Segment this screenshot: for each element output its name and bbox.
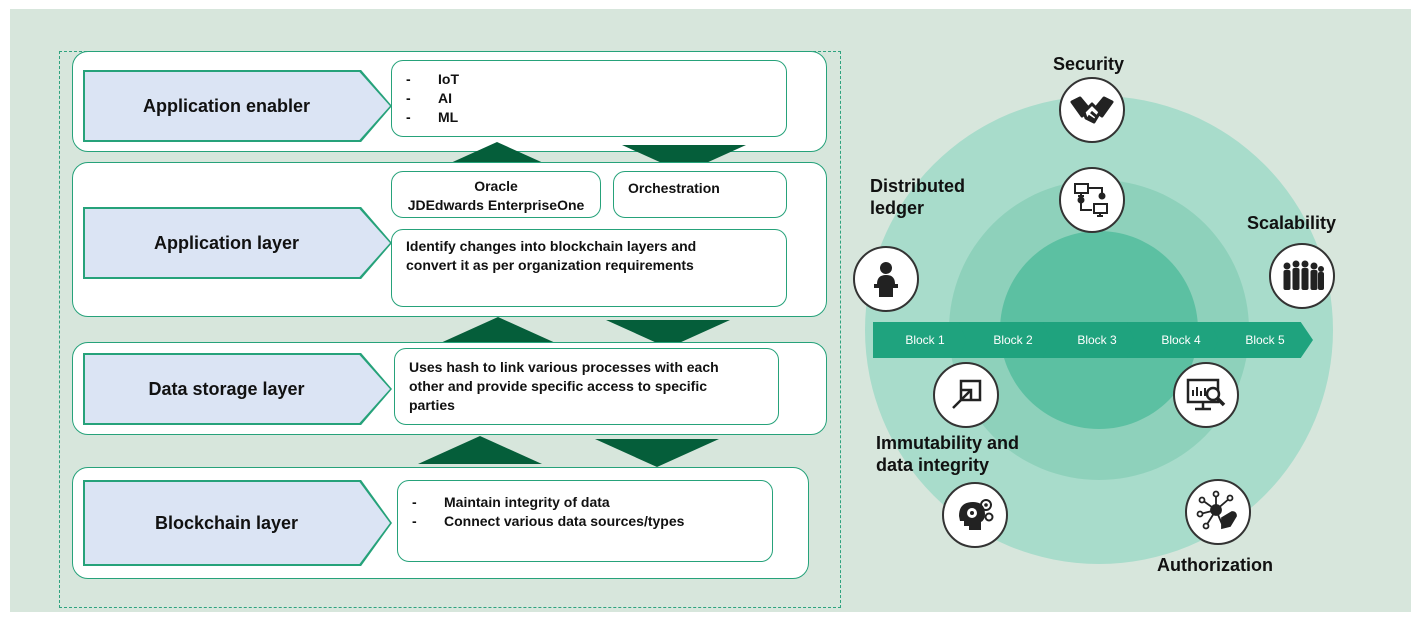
data-storage-layer-label-box: Data storage layer: [85, 355, 390, 423]
blockchain-layer-label-box: Blockchain layer: [85, 482, 390, 564]
blockchain-layer-label: Blockchain layer: [154, 512, 299, 533]
up-arrow: [436, 317, 560, 345]
immutability-label: Immutability and data integrity: [876, 433, 1020, 475]
monitor-search-icon: [1173, 362, 1239, 428]
application-layer-info-box: Identify changes into blockchain layers …: [391, 229, 787, 307]
block-1: Block 1: [873, 322, 977, 358]
diagram-canvas: Application enabler -IoT -AI -ML Applica…: [10, 9, 1411, 612]
up-arrow: [418, 436, 542, 464]
authorization-label: Authorization: [1157, 555, 1273, 575]
blockchain-info-box: -Maintain integrity of data -Connect var…: [397, 480, 773, 562]
jdedwards-text: JDEdwards EnterpriseOne: [407, 197, 585, 213]
bullet-item: -Maintain integrity of data: [412, 494, 610, 510]
application-layer-label-box: Application layer: [85, 209, 390, 277]
application-enabler-label: Application enabler: [142, 95, 311, 116]
data-storage-layer-label: Data storage layer: [148, 378, 305, 399]
brain-gears-icon: [942, 482, 1008, 548]
bullet-item: -ML: [406, 109, 459, 125]
bullet-item: -IoT: [406, 71, 459, 87]
data-storage-info-box: Uses hash to link various processes with…: [394, 348, 779, 425]
block-4: Block 4: [1127, 322, 1229, 358]
network-computers-icon: [1059, 167, 1125, 233]
application-layer-label: Application layer: [153, 232, 300, 253]
orchestration-box: Orchestration: [613, 171, 787, 218]
oracle-text: Oracle: [474, 178, 518, 194]
presenter-podium-icon: [853, 246, 919, 312]
orchestration-text: Orchestration: [628, 180, 720, 196]
block-3: Block 3: [1043, 322, 1145, 358]
info-line: convert it as per organization requireme…: [406, 257, 694, 273]
crowd-icon: [1269, 243, 1335, 309]
application-enabler-info-box: -IoT -AI -ML: [391, 60, 787, 137]
security-label: Security: [1053, 54, 1125, 74]
info-line: Uses hash to link various processes with…: [409, 359, 719, 375]
expand-arrow-icon: [933, 362, 999, 428]
down-arrow: [595, 439, 719, 467]
hand-network-icon: [1185, 479, 1251, 545]
block-2: Block 2: [959, 322, 1061, 358]
info-line: other and provide specific access to spe…: [409, 378, 707, 394]
block-5: Block 5: [1211, 322, 1313, 358]
handshake-icon: [1059, 77, 1125, 143]
info-line: Identify changes into blockchain layers …: [406, 238, 697, 254]
bullet-item: -Connect various data sources/types: [412, 513, 685, 529]
info-line: parties: [409, 397, 455, 413]
oracle-box: Oracle JDEdwards EnterpriseOne: [391, 171, 601, 218]
bullet-item: -AI: [406, 90, 452, 106]
scalability-label: Scalability: [1247, 213, 1337, 233]
distributed-ledger-label: Distributed ledger: [870, 176, 966, 218]
application-enabler-label-box: Application enabler: [85, 72, 390, 140]
